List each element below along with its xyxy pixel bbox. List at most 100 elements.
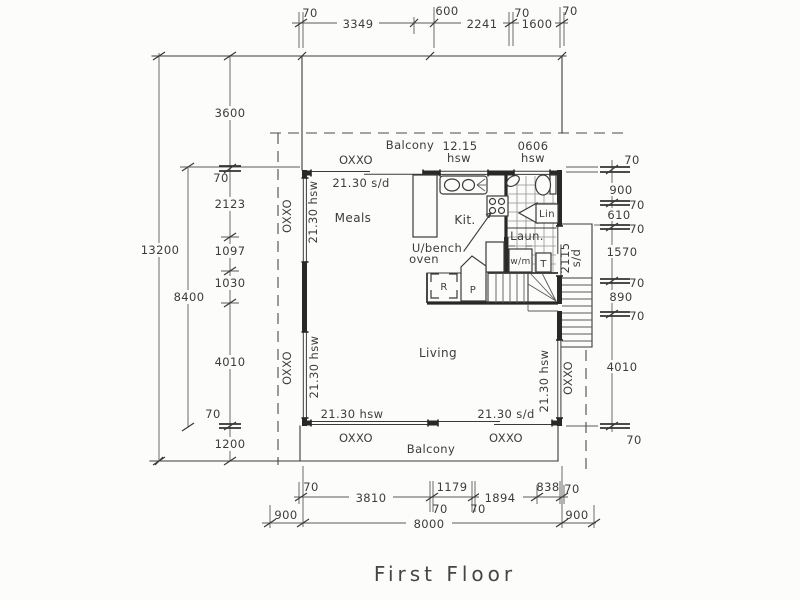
- dim-label: 13200: [141, 243, 180, 257]
- label-linen: Lin: [539, 209, 555, 220]
- room-label-living: Living: [419, 346, 457, 360]
- dim-label: 70: [205, 407, 220, 421]
- oven-leader: [463, 212, 492, 252]
- dim-label: 4010: [215, 355, 246, 369]
- dim-label: 1894: [485, 491, 516, 505]
- dim-label: 1600: [522, 17, 553, 31]
- dim-label: 838: [536, 480, 559, 494]
- label-left-up-hsw: 21.30 hsw: [306, 181, 320, 244]
- dim-label: 600: [435, 4, 458, 18]
- dim-label: 610: [607, 208, 630, 222]
- dim-label: 1179: [437, 480, 468, 494]
- dim-label: 70: [629, 309, 644, 323]
- dim-label: 890: [609, 290, 632, 304]
- dim-label: 70: [514, 6, 529, 20]
- label-fridge: R: [440, 282, 447, 293]
- label-kit-win-1: 12.15: [443, 139, 478, 153]
- label-bot-right-oxxo: OXXO: [489, 431, 523, 445]
- dim-label: 70: [470, 502, 485, 516]
- fridge-pantry: [430, 255, 487, 302]
- dim-label: 1570: [607, 245, 638, 259]
- room-label-balcony-top: Balcony: [386, 138, 434, 152]
- dim-label: 900: [274, 508, 297, 522]
- dim-label: 1097: [215, 244, 246, 258]
- room-label-laundry: Laun.: [510, 229, 544, 243]
- room-label-meals: Meals: [335, 211, 372, 225]
- dim-label: 2241: [467, 17, 498, 31]
- room-label-kitchen: Kit.: [454, 213, 475, 227]
- laundry-fixtures: [508, 245, 552, 273]
- label-pantry: P: [470, 285, 476, 296]
- dim-label: 70: [626, 433, 641, 447]
- label-trough: T: [539, 259, 547, 270]
- dim-label: 900: [609, 183, 632, 197]
- dim-label: 70: [302, 6, 317, 20]
- interior-walls: [426, 175, 558, 305]
- label-washer: w/m: [510, 257, 530, 267]
- label-bot-left-hsw: 21.30 hsw: [321, 407, 384, 421]
- label-oven: oven: [409, 252, 439, 266]
- bathroom-fixtures: [506, 174, 559, 225]
- hall-cupboard: [485, 241, 505, 273]
- dim-label: 70: [564, 482, 579, 496]
- label-bath-win-1: 0606: [518, 139, 549, 153]
- page-title: First Floor: [374, 562, 516, 586]
- under-bench-oven: [412, 174, 438, 238]
- dim-label: 3600: [215, 106, 246, 120]
- label-bot-left-oxxo: OXXO: [339, 431, 373, 445]
- dimension-right: 70 900 70 610 70 1570 70 890 70 4010 70: [566, 153, 644, 447]
- dim-label: 3349: [343, 17, 374, 31]
- room-label-balcony-bottom: Balcony: [407, 442, 455, 456]
- dim-label: 70: [629, 198, 644, 212]
- label-kit-win-2: hsw: [447, 151, 471, 165]
- laundry-trough: [535, 252, 552, 273]
- dim-label: 70: [629, 222, 644, 236]
- dim-label: 1200: [215, 437, 246, 451]
- dim-label: 70: [303, 480, 318, 494]
- dim-label: 70: [624, 153, 639, 167]
- label-right-hsw: 21.30 hsw: [537, 350, 551, 413]
- cooktop: [486, 195, 509, 217]
- bottom-balcony-outline: [149, 425, 559, 466]
- opening-labels: 21.30 s/d 12.15 hsw 0606 hsw OXXO OXXO 2…: [280, 139, 583, 445]
- label-top-oxxo: OXXO: [339, 153, 373, 167]
- dimension-bottom: 70 3810 70 1179 70 1894 838 70 900 8000 …: [262, 466, 601, 531]
- fridge-space: [430, 273, 458, 299]
- linen-cupboard: [535, 203, 559, 224]
- dimension-left: 13200 8400 3600 70 2123 1097 1030: [136, 51, 300, 466]
- dim-label: 8400: [174, 290, 205, 304]
- bath-door-swing: [517, 201, 538, 225]
- dim-label: 2123: [215, 197, 246, 211]
- dim-label: 70: [213, 171, 228, 185]
- dim-label: 4010: [607, 360, 638, 374]
- dimension-top: 70 3349 600 2241 70 1600 70: [292, 4, 577, 48]
- label-bot-right-sd: 21.30 s/d: [477, 407, 534, 421]
- sink-unit: [439, 175, 488, 195]
- label-left-low-oxxo: OXXO: [280, 351, 294, 385]
- pantry: [460, 255, 487, 302]
- internal-stairs: [487, 272, 558, 312]
- roof-outline: [151, 51, 567, 171]
- label-right-oxxo: OXXO: [561, 361, 575, 395]
- label-top-sd: 21.30 s/d: [332, 176, 389, 190]
- dim-label: 8000: [414, 517, 445, 531]
- label-bath-win-2: hsw: [521, 151, 545, 165]
- toilet-bowl: [534, 174, 552, 196]
- dim-label: 1030: [215, 276, 246, 290]
- dim-label: 70: [629, 276, 644, 290]
- external-stairs: [561, 223, 593, 348]
- room-labels: Meals Kit. Living Laun. Balcony Balcony …: [335, 138, 555, 456]
- window-openings: [301, 169, 563, 427]
- dashed-setback-lines: [270, 132, 628, 470]
- kitchen-fixtures: [412, 174, 509, 273]
- corner-basin: [506, 174, 520, 188]
- label-right-door-2: s/d: [569, 249, 583, 267]
- washing-machine: [508, 248, 533, 273]
- label-right-door-1: 2115: [558, 243, 572, 274]
- dim-label: 70: [432, 502, 447, 516]
- dim-label: 900: [565, 508, 588, 522]
- dim-label: 70: [562, 4, 577, 18]
- label-left-up-oxxo: OXXO: [280, 199, 294, 233]
